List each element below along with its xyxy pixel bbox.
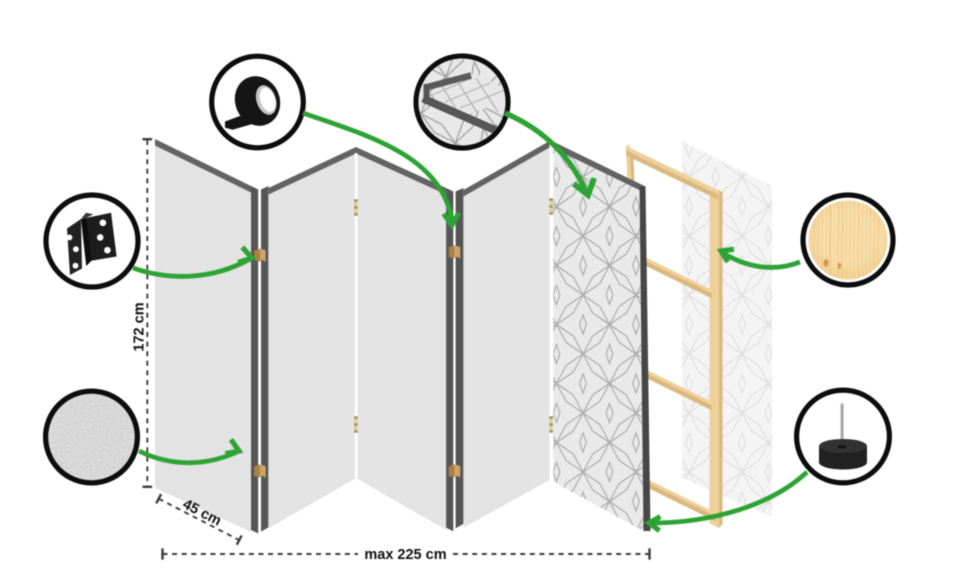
svg-text:172 cm: 172 cm [132,302,148,351]
svg-text:max 225 cm: max 225 cm [364,547,446,563]
